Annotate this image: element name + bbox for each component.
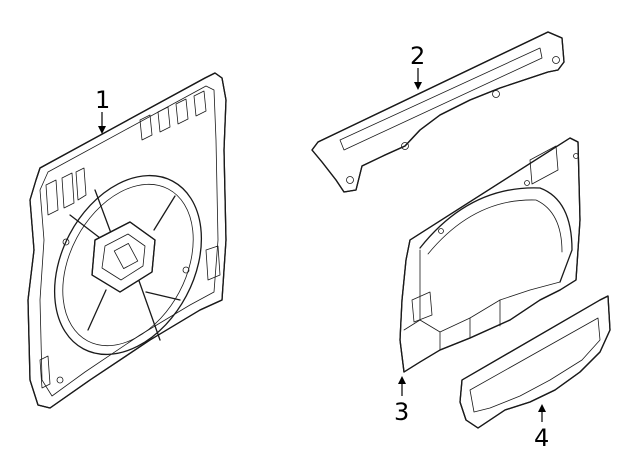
part-3-lower-shroud <box>399 137 581 373</box>
callout-2: 2 <box>410 42 425 70</box>
part-4-lower-deflector <box>459 295 611 429</box>
part-1-fan-shroud <box>27 72 227 409</box>
leader-4 <box>538 404 546 422</box>
part-2-upper-seal <box>311 31 565 193</box>
callout-3: 3 <box>394 398 409 426</box>
leader-1 <box>98 112 106 134</box>
callout-4: 4 <box>534 424 549 452</box>
leader-2 <box>414 68 422 90</box>
callout-1: 1 <box>95 86 110 114</box>
leader-3 <box>398 376 406 396</box>
